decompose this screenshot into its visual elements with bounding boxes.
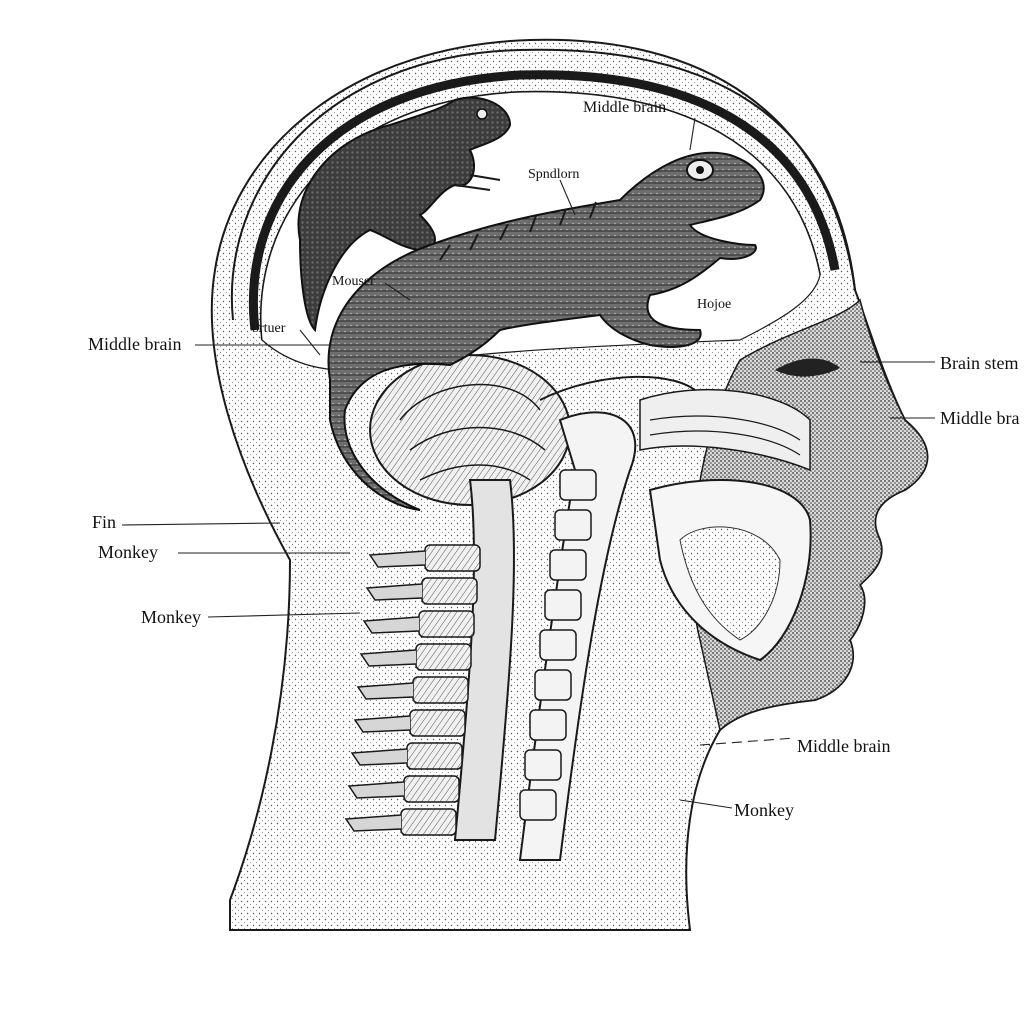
vertebra-body	[544, 589, 582, 621]
vertebra-process	[350, 748, 408, 766]
vertebra-body	[424, 544, 481, 572]
leader-lines	[121, 117, 935, 809]
vertebra-process	[347, 781, 405, 799]
cerebellum	[369, 354, 571, 506]
leader-cortex	[299, 329, 321, 356]
vertebra-body	[549, 549, 587, 581]
vertebra-body	[418, 610, 475, 638]
leader-monkey-2	[207, 612, 361, 618]
vertebra-body	[409, 709, 466, 737]
label-spindle: Spndlorn	[528, 167, 579, 182]
label-fin: Fin	[92, 512, 116, 532]
leader-fin	[121, 522, 281, 526]
label-mouser: Mouser	[332, 274, 375, 289]
vertebra-process	[362, 616, 420, 634]
tongue	[648, 479, 812, 662]
vertebra-body	[559, 469, 597, 501]
vertebra-body	[406, 742, 463, 770]
leader-middle-brain-top	[689, 117, 696, 151]
label-middle-brain-top: Middle brain	[583, 99, 666, 116]
vertebrae-front	[519, 469, 597, 821]
label-monkey-1: Monkey	[98, 542, 158, 562]
label-middle-brain-bottom: Middle brain	[797, 736, 890, 756]
vertebra-body	[539, 629, 577, 661]
label-hojoe: Hojoe	[697, 297, 731, 312]
small-lizard	[297, 96, 512, 333]
label-middle-brain-right: Middle bra	[940, 408, 1019, 428]
vertebra-body	[412, 676, 469, 704]
vertebra-process	[344, 814, 402, 832]
vertebrae-back	[344, 544, 481, 836]
label-monkey-3: Monkey	[734, 800, 794, 820]
vertebra-body	[554, 509, 592, 541]
vertebra-body	[529, 709, 567, 741]
label-middle-brain-left: Middle brain	[88, 334, 181, 354]
leader-mouser	[384, 282, 411, 301]
vertebra-body	[415, 643, 472, 671]
large-lizard	[327, 151, 765, 511]
vertebra-body	[534, 669, 572, 701]
brain-stem	[453, 375, 701, 861]
vertebra-body	[421, 577, 478, 605]
vertebra-process	[365, 583, 423, 601]
vertebra-process	[368, 550, 426, 568]
labels: Middle brain Spndlorn Mouser ortuer Hojo…	[88, 99, 1019, 820]
leader-spindle	[559, 179, 576, 216]
vertebra-body	[519, 789, 557, 821]
vertebra-body	[524, 749, 562, 781]
vertebra-process	[356, 682, 414, 700]
leader-monkey-3	[679, 799, 733, 809]
nasal-cavity	[639, 388, 811, 472]
label-cortex: ortuer	[252, 321, 286, 336]
vertebra-body	[400, 808, 457, 836]
vertebra-body	[403, 775, 460, 803]
vertebra-process	[353, 715, 411, 733]
vertebra-process	[359, 649, 417, 667]
label-brain-stem: Brain stem	[940, 353, 1019, 373]
label-monkey-2: Monkey	[141, 607, 201, 627]
